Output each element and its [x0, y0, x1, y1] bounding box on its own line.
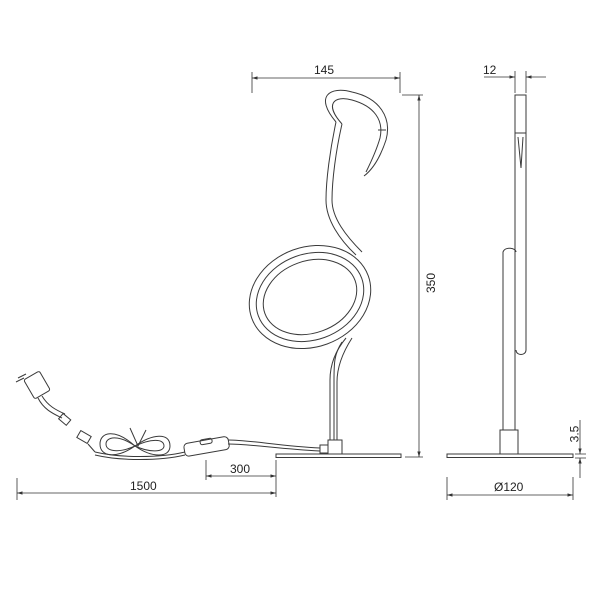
base-thickness-label: 3.5 — [567, 425, 582, 443]
switch-distance-label: 300 — [230, 462, 251, 476]
flamingo-front-view — [248, 89, 402, 458]
dimension-lines — [16, 71, 586, 500]
power-cable — [15, 371, 321, 460]
lamp-side-view — [446, 94, 574, 458]
cable-length-label: 1500 — [130, 479, 157, 493]
depth-dimension-label: 12 — [483, 63, 497, 77]
base-diameter-label: Ø120 — [494, 480, 524, 494]
height-dimension-label: 350 — [424, 272, 439, 294]
width-dimension-label: 145 — [314, 63, 335, 77]
